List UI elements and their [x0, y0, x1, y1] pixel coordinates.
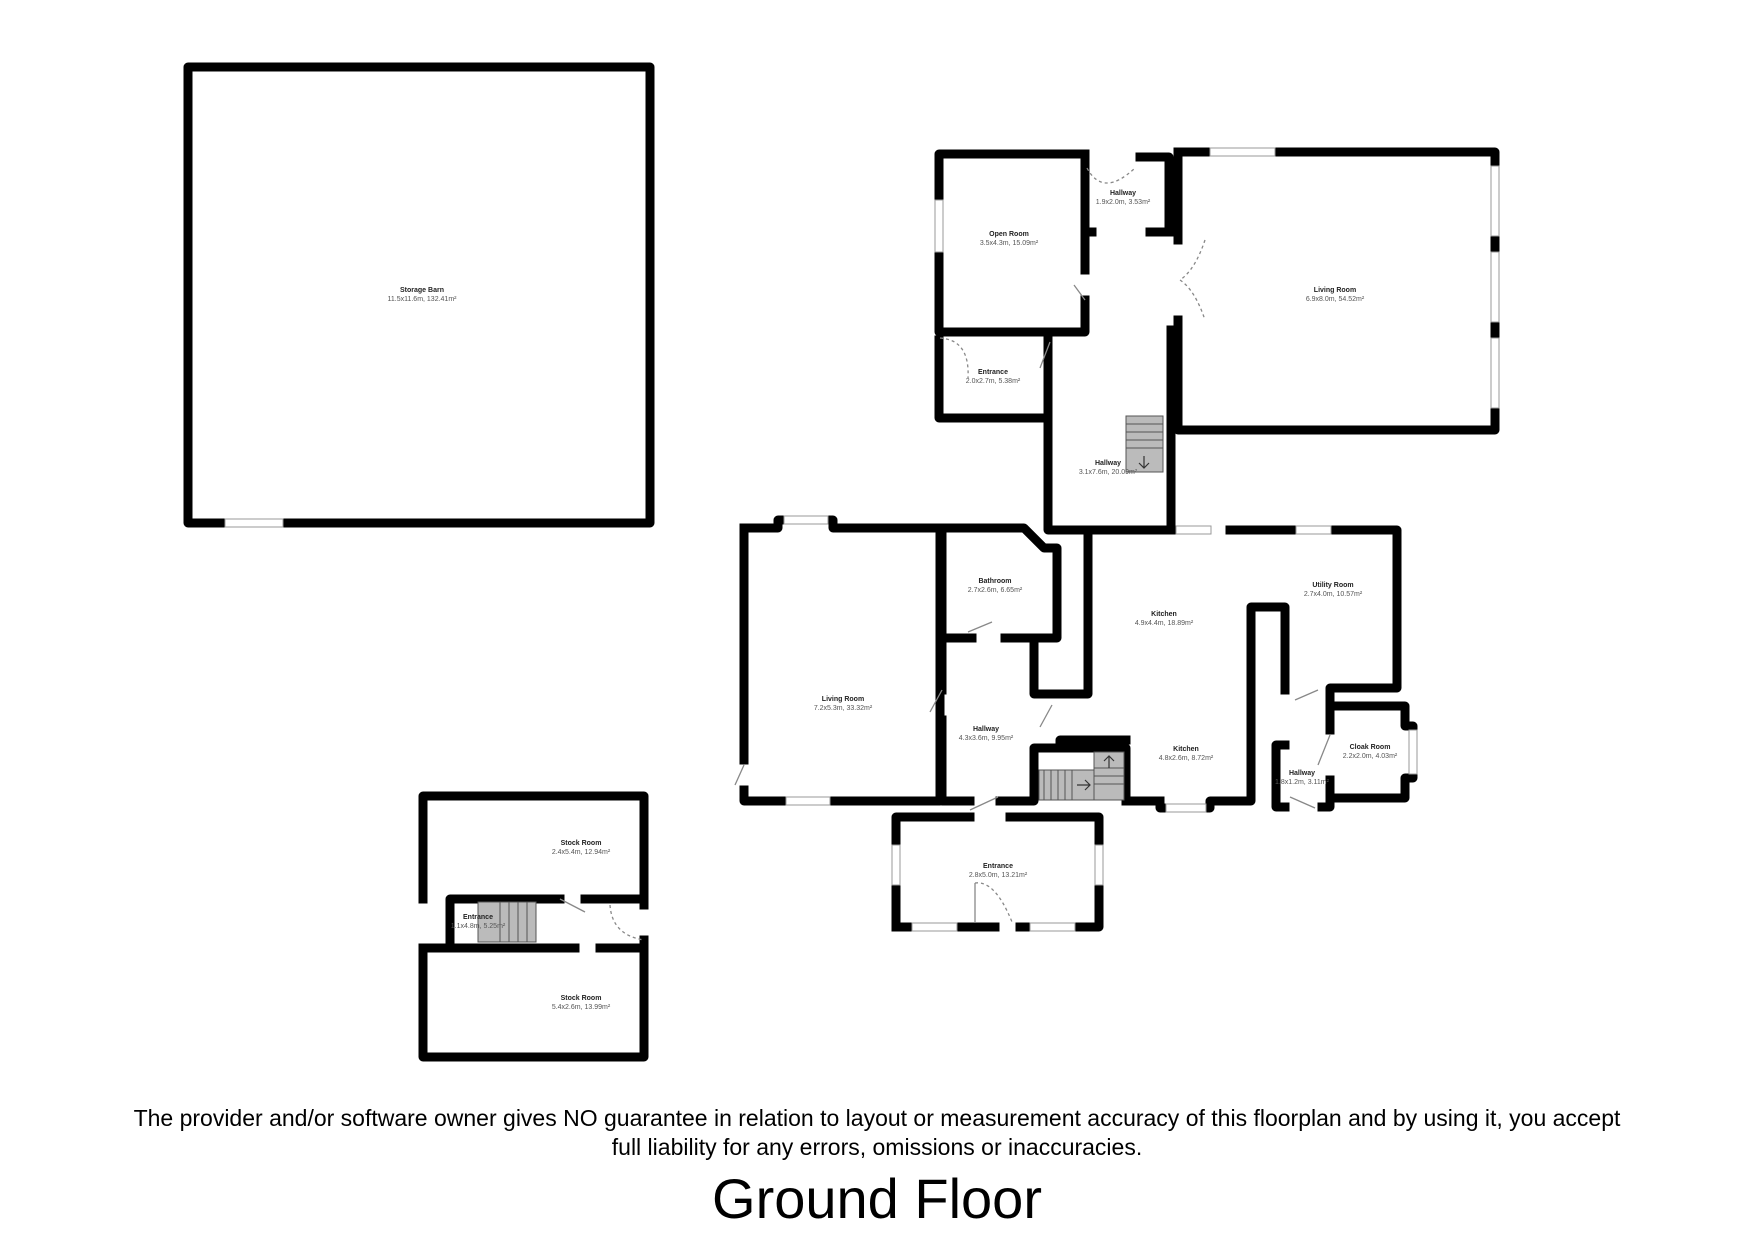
room-name: Hallway [973, 726, 999, 733]
room-dims: 1.9x2.0m, 3.53m² [1096, 199, 1151, 206]
storage-barn [183, 62, 655, 528]
room-dims: 1.1x4.8m, 5.25m² [451, 923, 506, 930]
room-dims: 2.8x5.0m, 13.21m² [969, 872, 1028, 879]
main-wing [734, 515, 1418, 932]
room-dims: 2.7x4.0m, 10.57m² [1304, 591, 1363, 598]
room-name: Hallway [1110, 190, 1136, 197]
room-dims: 2.2x2.0m, 4.03m² [1343, 753, 1398, 760]
room-name: Entrance [983, 863, 1013, 870]
room-name: Storage Barn [400, 287, 444, 294]
staircase [1125, 415, 1164, 473]
room-name: Entrance [978, 369, 1008, 376]
room-dims: 4.9x4.4m, 18.89m² [1135, 620, 1194, 627]
room-name: Utility Room [1312, 582, 1353, 589]
disclaimer-line-2: full liability for any errors, omissions… [611, 1134, 1143, 1160]
room-name: Stock Room [561, 840, 602, 847]
room-name: Cloak Room [1350, 744, 1391, 751]
room-dims: 3.1x7.6m, 20.09m² [1079, 469, 1138, 476]
room-name: Entrance [463, 914, 493, 921]
room-name: Open Room [989, 231, 1029, 238]
north-wing [934, 147, 1500, 535]
room-name: Stock Room [561, 995, 602, 1002]
room-dims: 7.2x5.3m, 33.32m² [814, 705, 873, 712]
disclaimer: The provider and/or software owner gives… [0, 1104, 1754, 1162]
staircase [477, 901, 537, 943]
floor-title: Ground Floor [712, 1167, 1042, 1230]
room-dims: 4.8x2.6m, 8.72m² [1159, 755, 1214, 762]
stock-building [418, 791, 649, 1062]
room-name: Bathroom [978, 578, 1011, 585]
room-dims: 1.8x1.2m, 3.11m² [1275, 779, 1330, 786]
room-dims: 2.7x2.6m, 6.65m² [968, 587, 1023, 594]
room-dims: 4.3x3.6m, 9.95m² [959, 735, 1014, 742]
room-name: Hallway [1095, 460, 1121, 467]
room-dims: 6.9x8.0m, 54.52m² [1306, 296, 1365, 303]
room-dims: 5.4x2.6m, 13.99m² [552, 1004, 611, 1011]
room-name: Kitchen [1151, 611, 1177, 618]
room-name: Hallway [1289, 770, 1315, 777]
disclaimer-line-1: The provider and/or software owner gives… [133, 1105, 1621, 1131]
room-name: Living Room [1314, 287, 1356, 294]
room-name: Living Room [822, 696, 864, 703]
room-dims: 3.5x4.3m, 15.09m² [980, 240, 1039, 247]
room-dims: 2.4x5.4m, 12.94m² [552, 849, 611, 856]
room-dims: 2.0x2.7m, 5.38m² [966, 378, 1021, 385]
room-dims: 11.5x11.6m, 132.41m² [387, 296, 457, 303]
room-labels: Storage Barn 11.5x11.6m, 132.41m² Open R… [387, 190, 1397, 1011]
staircase [1038, 751, 1125, 801]
room-name: Kitchen [1173, 746, 1199, 753]
